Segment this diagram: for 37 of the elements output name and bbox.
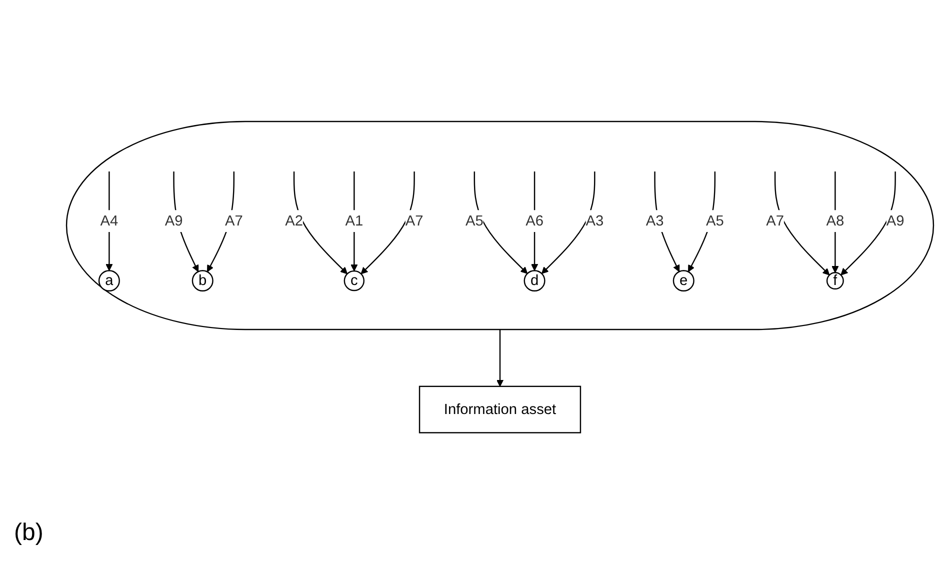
- edge-label: A4: [100, 212, 118, 230]
- panel-label: (b): [14, 519, 44, 547]
- arrow: [207, 172, 235, 272]
- edge-label: A7: [766, 212, 784, 230]
- edge-label: A7: [224, 212, 243, 230]
- arrow: [530, 172, 538, 272]
- edge-label: A3: [586, 212, 604, 230]
- node-circle: c: [344, 270, 365, 292]
- edge-label: A6: [526, 212, 544, 230]
- edge-label: A9: [886, 212, 904, 230]
- arrow: [496, 330, 504, 388]
- edge-label: A5: [706, 212, 724, 230]
- edge-label: A5: [465, 212, 484, 230]
- arrow: [541, 172, 596, 274]
- arrow: [474, 172, 528, 274]
- node-circle: d: [524, 270, 546, 292]
- arrow: [350, 172, 358, 272]
- node-circle: a: [98, 270, 120, 292]
- edge-label: A8: [826, 212, 844, 230]
- arrow: [774, 172, 830, 276]
- node-circle: f: [826, 272, 844, 290]
- edge-label: A2: [285, 212, 303, 230]
- node-circle: e: [672, 270, 694, 292]
- arrow: [293, 172, 348, 275]
- edge-label: A3: [646, 212, 664, 230]
- arrow: [840, 172, 896, 276]
- arrow: [688, 172, 716, 272]
- edge-label: A9: [164, 212, 183, 230]
- arrow: [173, 172, 199, 272]
- arrow: [360, 172, 415, 275]
- edge-label: A7: [405, 212, 424, 230]
- node-box: Information asset: [418, 386, 582, 434]
- arrow: [832, 172, 839, 274]
- arrow: [654, 172, 680, 272]
- arrow: [106, 172, 113, 272]
- edge-label: A1: [345, 212, 364, 230]
- node-circle: b: [192, 270, 214, 292]
